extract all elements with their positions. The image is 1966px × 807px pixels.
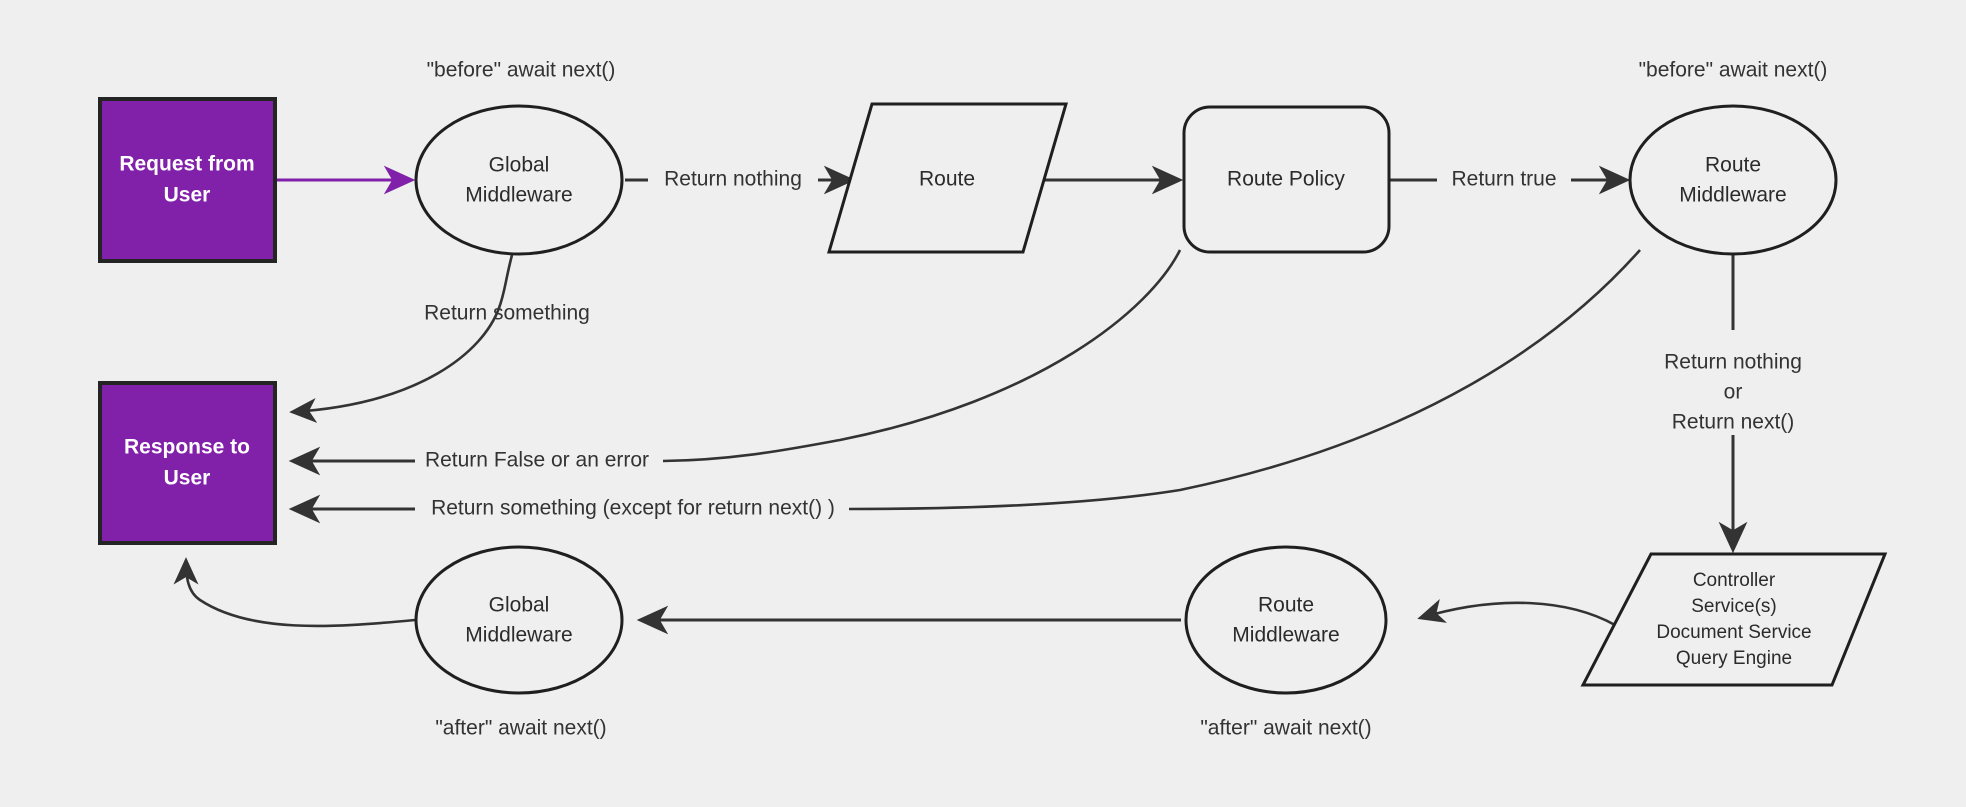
node-route-middleware-before[interactable]	[1628, 104, 1838, 256]
global-middleware-before-line2: Middleware	[465, 184, 572, 207]
route-middleware-before-line2: Middleware	[1679, 184, 1786, 207]
node-controller[interactable]	[1580, 552, 1888, 687]
annotation-after-await-next-route: "after" await next()	[1200, 717, 1371, 740]
request-from-user-line1: Request from	[119, 153, 254, 176]
global-middleware-after-line2: Middleware	[465, 624, 572, 647]
node-response-to-user[interactable]	[98, 381, 277, 545]
global-middleware-before-line1: Global	[489, 154, 550, 177]
node-global-middleware-after[interactable]	[414, 545, 624, 695]
response-to-user-line1: Response to	[124, 436, 250, 459]
edge-route-policy-return-false-curve	[662, 249, 1182, 463]
node-route-policy[interactable]	[1182, 105, 1391, 254]
label-return-nothing-or-next-line1: Return nothing	[1664, 351, 1802, 374]
annotation-before-await-next-route: "before" await next()	[1639, 59, 1828, 82]
label-return-true: Return true	[1451, 168, 1556, 191]
edge-global-middleware-return-something	[289, 254, 514, 423]
node-route[interactable]	[827, 102, 1068, 254]
label-return-nothing-or-next-line2: or	[1724, 381, 1743, 404]
node-request-from-user[interactable]	[98, 97, 277, 263]
route-middleware-after-line2: Middleware	[1232, 624, 1339, 647]
annotation-before-await-next-global: "before" await next()	[427, 59, 616, 82]
controller-line4: Query Engine	[1676, 648, 1792, 669]
response-to-user-line2: User	[164, 467, 211, 490]
label-return-something-global: Return something	[424, 302, 590, 325]
route-policy-label: Route Policy	[1227, 168, 1345, 191]
label-return-something-except-next: Return something (except for return next…	[431, 497, 835, 520]
route-middleware-after-line1: Route	[1258, 594, 1314, 617]
edge-route-middleware-return-something-curve	[848, 249, 1641, 511]
label-return-false-or-error: Return False or an error	[425, 449, 649, 472]
controller-line2: Service(s)	[1691, 596, 1777, 617]
controller-line3: Document Service	[1656, 622, 1811, 643]
label-return-nothing: Return nothing	[664, 168, 802, 191]
request-from-user-line2: User	[164, 184, 211, 207]
route-middleware-before-line1: Route	[1705, 154, 1761, 177]
controller-line1: Controller	[1693, 570, 1776, 591]
edge-controller-to-route-middleware-after	[1417, 599, 1616, 627]
node-global-middleware-before[interactable]	[414, 104, 624, 256]
annotation-after-await-next-global: "after" await next()	[435, 717, 606, 740]
global-middleware-after-line1: Global	[489, 594, 550, 617]
label-return-nothing-or-next-line3: Return next()	[1672, 411, 1795, 434]
route-label: Route	[919, 168, 975, 191]
edge-global-middleware-after-to-response	[173, 557, 416, 628]
node-route-middleware-after[interactable]	[1184, 545, 1388, 695]
